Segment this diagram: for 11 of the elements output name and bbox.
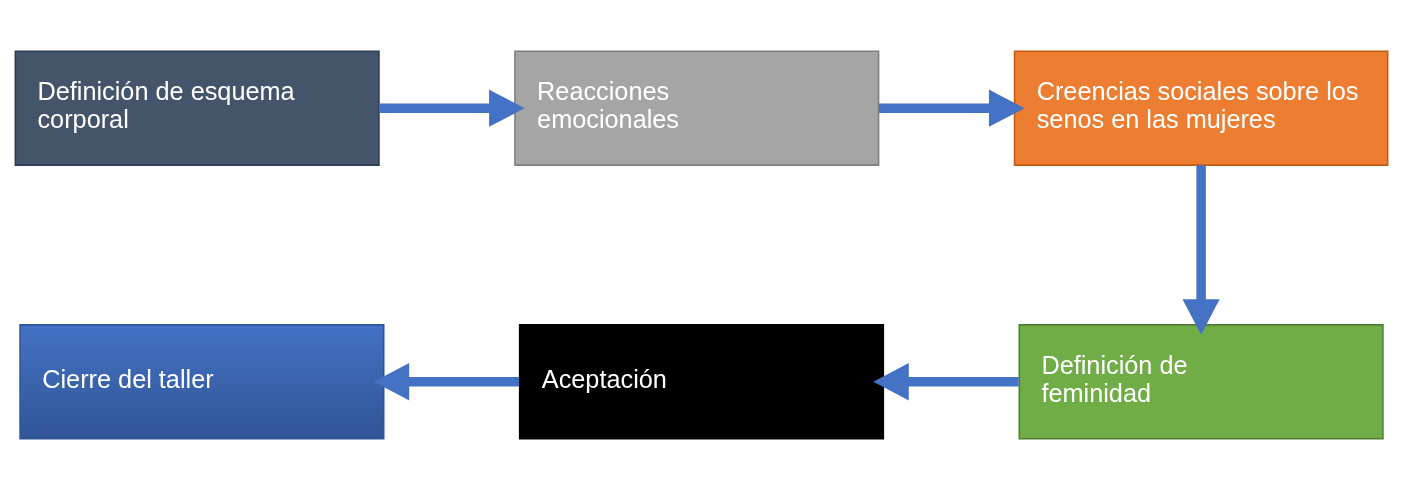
node-box: Cierre del taller [19,323,385,439]
arrow [1182,164,1220,335]
arrow [873,362,1019,400]
arrow [379,89,525,127]
node-box: Creencias sociales sobre los senos en las mujeres [1013,50,1389,166]
node-box: Aceptación [518,323,885,439]
node-box: Definición de feminidad [1018,323,1384,439]
arrow [373,362,520,400]
node-box: Definición de esquema corporal [14,50,380,166]
node-box: Reacciones emocionales [514,50,880,166]
arrow [879,89,1025,127]
